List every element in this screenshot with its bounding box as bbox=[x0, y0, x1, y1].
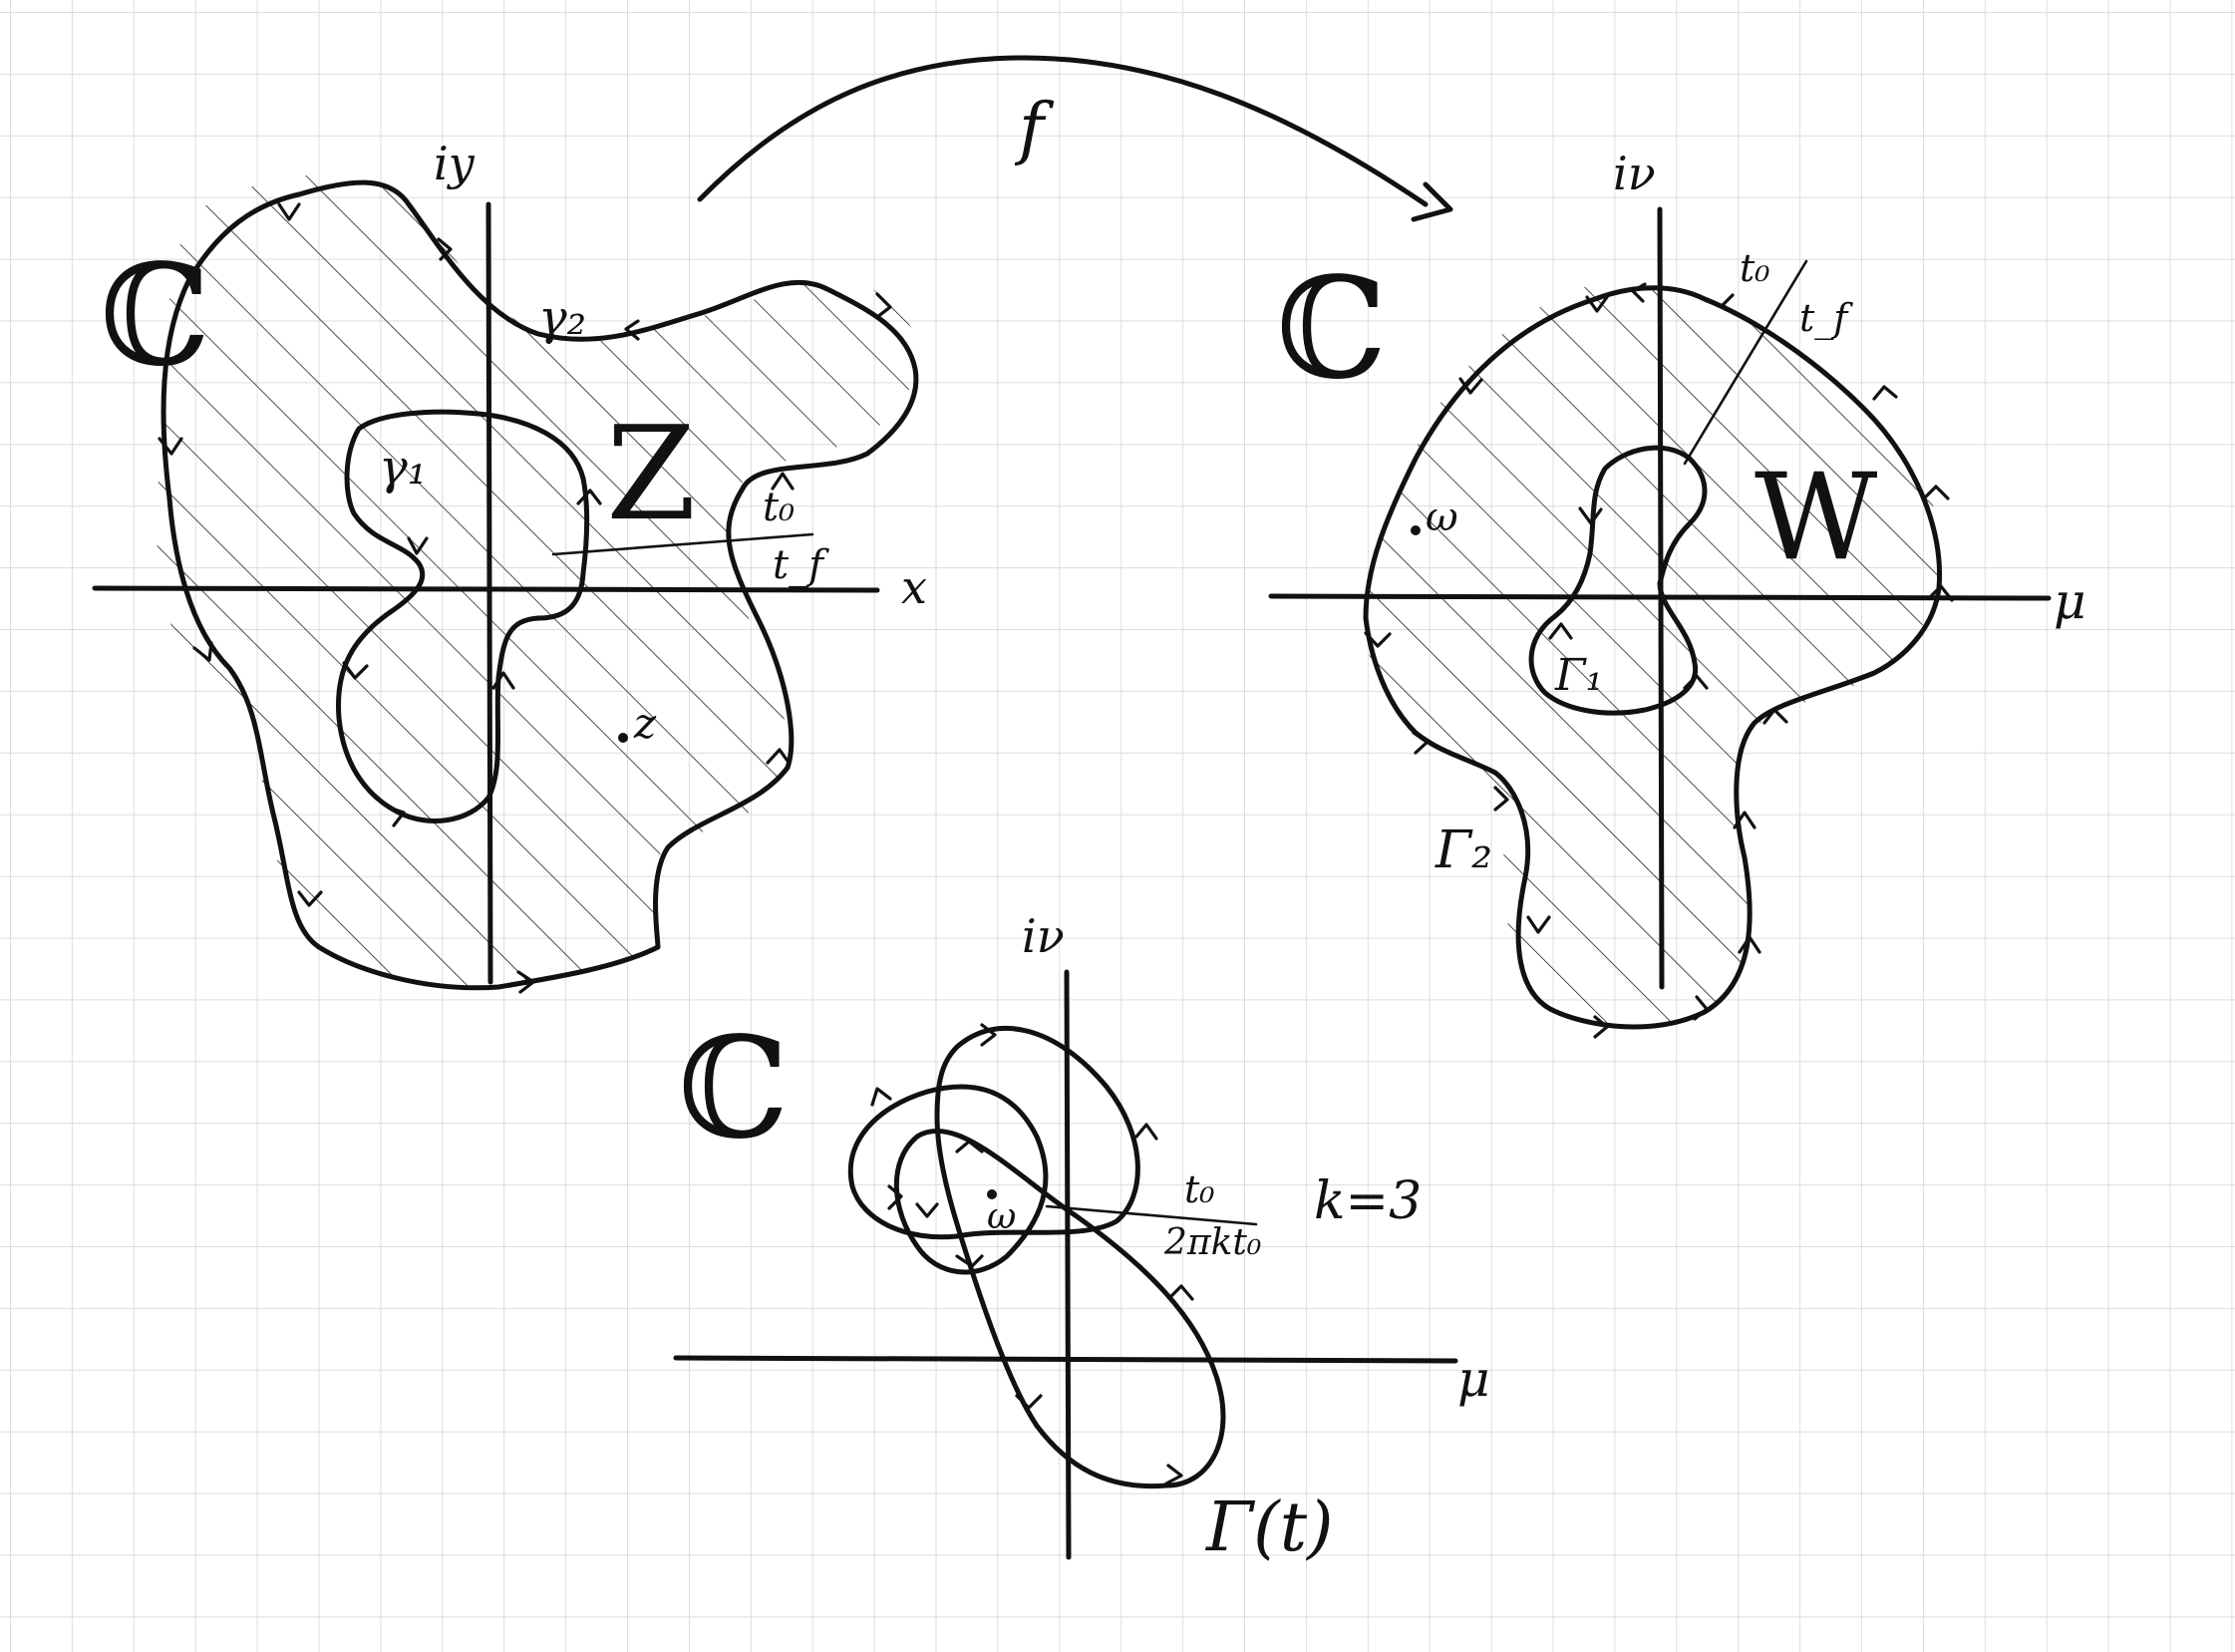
z-imag-axis-label: iy bbox=[434, 137, 476, 190]
z-curve-direction-arrows bbox=[158, 202, 892, 994]
w-inner-boundary-curve bbox=[1528, 445, 1708, 716]
gamma-t-end-label: 2πkt₀ bbox=[1163, 1222, 1261, 1263]
z-imag-axis bbox=[485, 201, 493, 985]
z-curve1-label: γ₁ bbox=[379, 440, 427, 496]
gamma-curve-direction-arrows bbox=[870, 1023, 1194, 1486]
z-t-end-label: t_f bbox=[773, 542, 829, 588]
z-point-label: z bbox=[633, 699, 657, 748]
map-arrow-curve bbox=[697, 55, 1429, 207]
z-plane-label: ℂ bbox=[100, 235, 210, 398]
w-imag-axis-label: iν bbox=[1613, 147, 1656, 200]
z-real-axis bbox=[92, 585, 880, 593]
z-real-axis-label: x bbox=[901, 560, 927, 614]
gamma-plane: ℂ μ iν ω t₀ 2πkt₀ k=3 Γ(t) bbox=[673, 909, 1490, 1567]
z-region-label: Z bbox=[606, 398, 696, 549]
gamma-k-label: k=3 bbox=[1314, 1171, 1422, 1231]
gamma-real-axis-label: μ bbox=[1457, 1350, 1490, 1408]
w-t-end-label: t_f bbox=[1799, 296, 1853, 341]
z-outer-boundary-curve bbox=[160, 179, 919, 991]
w-curve-direction-arrows bbox=[1364, 282, 1954, 1039]
gamma-plane-label: ℂ bbox=[678, 1008, 789, 1170]
gamma-imag-axis bbox=[1064, 969, 1072, 1560]
gamma-t-start-label: t₀ bbox=[1184, 1167, 1215, 1211]
w-point-dot bbox=[1411, 525, 1421, 535]
w-curve2-label: Γ₂ bbox=[1435, 821, 1492, 880]
z-point-dot bbox=[618, 733, 628, 743]
z-t-start-label: t₀ bbox=[763, 485, 795, 530]
w-t-start-label: t₀ bbox=[1740, 246, 1770, 290]
w-point-label: ω bbox=[1426, 495, 1458, 540]
w-real-axis-label: μ bbox=[2054, 572, 2086, 630]
gamma-curve-label: Γ(t) bbox=[1204, 1488, 1334, 1567]
gamma-point-dot bbox=[987, 1189, 997, 1199]
w-plane-label: ℂ bbox=[1276, 248, 1387, 411]
gamma-point-label: ω bbox=[987, 1196, 1016, 1237]
w-region-label: W bbox=[1755, 449, 1877, 587]
gamma-loop-outer bbox=[847, 1025, 1226, 1489]
gamma-branch-cut bbox=[1045, 1204, 1258, 1226]
gamma-imag-axis-label: iν bbox=[1022, 909, 1065, 963]
w-curve1-label: Γ₁ bbox=[1554, 650, 1603, 701]
w-branch-cut bbox=[1683, 259, 1808, 466]
z-inner-boundary-curve bbox=[335, 409, 590, 824]
z-curve2-label: γ₂ bbox=[538, 290, 586, 346]
map-arrowhead bbox=[1411, 181, 1453, 222]
z-branch-cut bbox=[551, 532, 814, 556]
